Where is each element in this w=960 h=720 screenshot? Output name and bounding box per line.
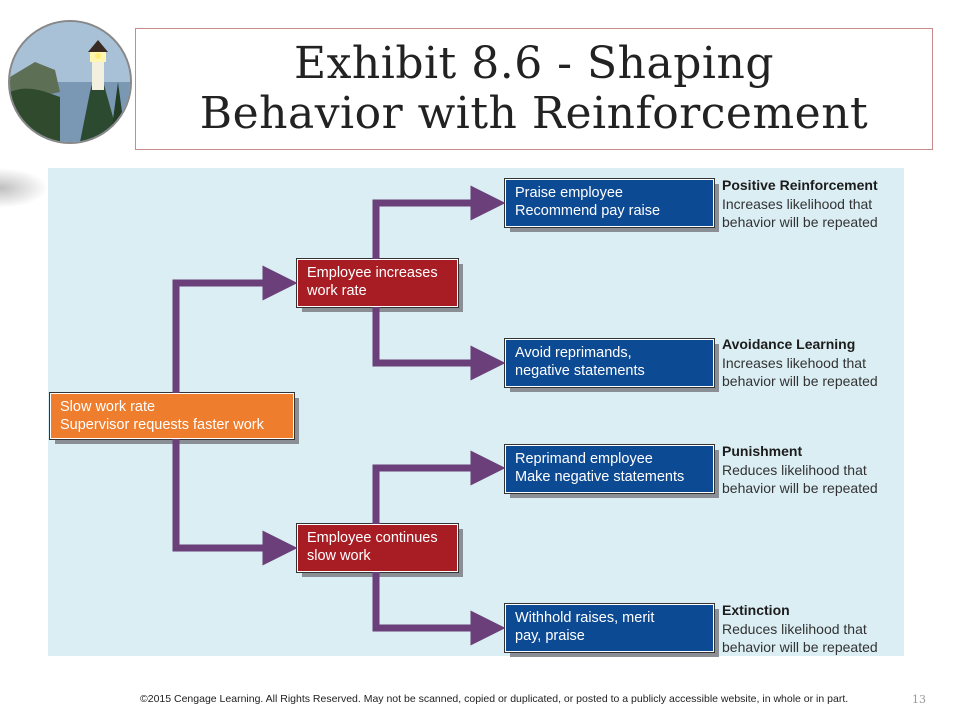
outcome-positive-line-2: Recommend pay raise bbox=[515, 203, 661, 219]
page-number: 13 bbox=[912, 693, 926, 706]
diagram-panel: Slow work rate Supervisor requests faste… bbox=[48, 168, 904, 656]
desc-extinction-line-2: behavior will be repeated bbox=[722, 639, 878, 655]
copyright-footer: ©2015 Cengage Learning. All Rights Reser… bbox=[140, 693, 849, 705]
arrow-to-extinction bbox=[372, 572, 506, 646]
outcome-avoidance-line-2: negative statements bbox=[515, 363, 645, 379]
branch-down-box: Employee continues slow work bbox=[296, 523, 459, 573]
outcome-box-avoidance: Avoid reprimands, negative statements bbox=[504, 338, 715, 388]
outcome-box-positive: Praise employee Recommend pay raise bbox=[504, 178, 715, 228]
branch-up-box: Employee increases work rate bbox=[296, 258, 459, 308]
title-line-2: Behavior with Reinforcement bbox=[199, 88, 869, 139]
branch-down-line-2: slow work bbox=[307, 548, 371, 564]
desc-punishment-label: Punishment bbox=[722, 443, 803, 459]
connector-arrows bbox=[172, 185, 506, 646]
desc-punishment-line-2: behavior will be repeated bbox=[722, 480, 878, 496]
desc-positive-line-2: behavior will be repeated bbox=[722, 214, 878, 230]
desc-extinction-line-1: Reduces likelihood that bbox=[722, 620, 867, 637]
outcome-avoidance-line-1: Avoid reprimands, bbox=[515, 345, 632, 361]
title-box: Exhibit 8.6 - Shaping Behavior with Rein… bbox=[135, 28, 933, 150]
arrow-to-branch-down bbox=[172, 439, 298, 566]
desc-avoidance-line-1: Increases likehood that bbox=[722, 354, 866, 371]
outcome-punishment-line-2: Make negative statements bbox=[515, 469, 685, 485]
branch-up-line-2: work rate bbox=[307, 283, 367, 299]
desc-positive: Positive Reinforcement Increases likelih… bbox=[722, 176, 878, 232]
arrow-to-positive bbox=[372, 185, 506, 259]
desc-positive-label: Positive Reinforcement bbox=[722, 177, 878, 193]
outcome-box-extinction: Withhold raises, merit pay, praise bbox=[504, 603, 715, 653]
arrow-to-punishment bbox=[372, 450, 506, 524]
desc-extinction: Extinction Reduces likelihood that behav… bbox=[722, 601, 878, 657]
outcome-extinction-line-2: pay, praise bbox=[515, 628, 585, 644]
start-box-line-2: Supervisor requests faster work bbox=[60, 417, 264, 433]
desc-avoidance: Avoidance Learning Increases likehood th… bbox=[722, 335, 878, 391]
desc-extinction-label: Extinction bbox=[722, 602, 790, 618]
title-line-1: Exhibit 8.6 - Shaping bbox=[293, 38, 774, 89]
branch-up-line-1: Employee increases bbox=[307, 265, 438, 281]
lighthouse-logo bbox=[8, 20, 132, 144]
outcome-box-punishment: Reprimand employee Make negative stateme… bbox=[504, 444, 715, 494]
desc-positive-line-1: Increases likelihood that bbox=[722, 195, 873, 212]
start-box: Slow work rate Supervisor requests faste… bbox=[49, 392, 295, 440]
outcome-positive-line-1: Praise employee bbox=[515, 185, 623, 201]
desc-punishment: Punishment Reduces likelihood that behav… bbox=[722, 442, 878, 498]
branch-down-line-1: Employee continues bbox=[307, 530, 438, 546]
desc-avoidance-line-2: behavior will be repeated bbox=[722, 373, 878, 389]
outcome-extinction-line-1: Withhold raises, merit bbox=[515, 610, 655, 626]
outcome-punishment-line-1: Reprimand employee bbox=[515, 451, 653, 467]
slide-title: Exhibit 8.6 - Shaping Behavior with Rein… bbox=[200, 39, 868, 139]
arrow-to-avoidance bbox=[372, 307, 506, 381]
desc-punishment-line-1: Reduces likelihood that bbox=[722, 461, 867, 478]
desc-avoidance-label: Avoidance Learning bbox=[722, 336, 856, 352]
arrow-to-branch-up bbox=[172, 265, 298, 393]
start-box-line-1: Slow work rate bbox=[60, 399, 156, 415]
logo-shadow bbox=[0, 168, 48, 208]
